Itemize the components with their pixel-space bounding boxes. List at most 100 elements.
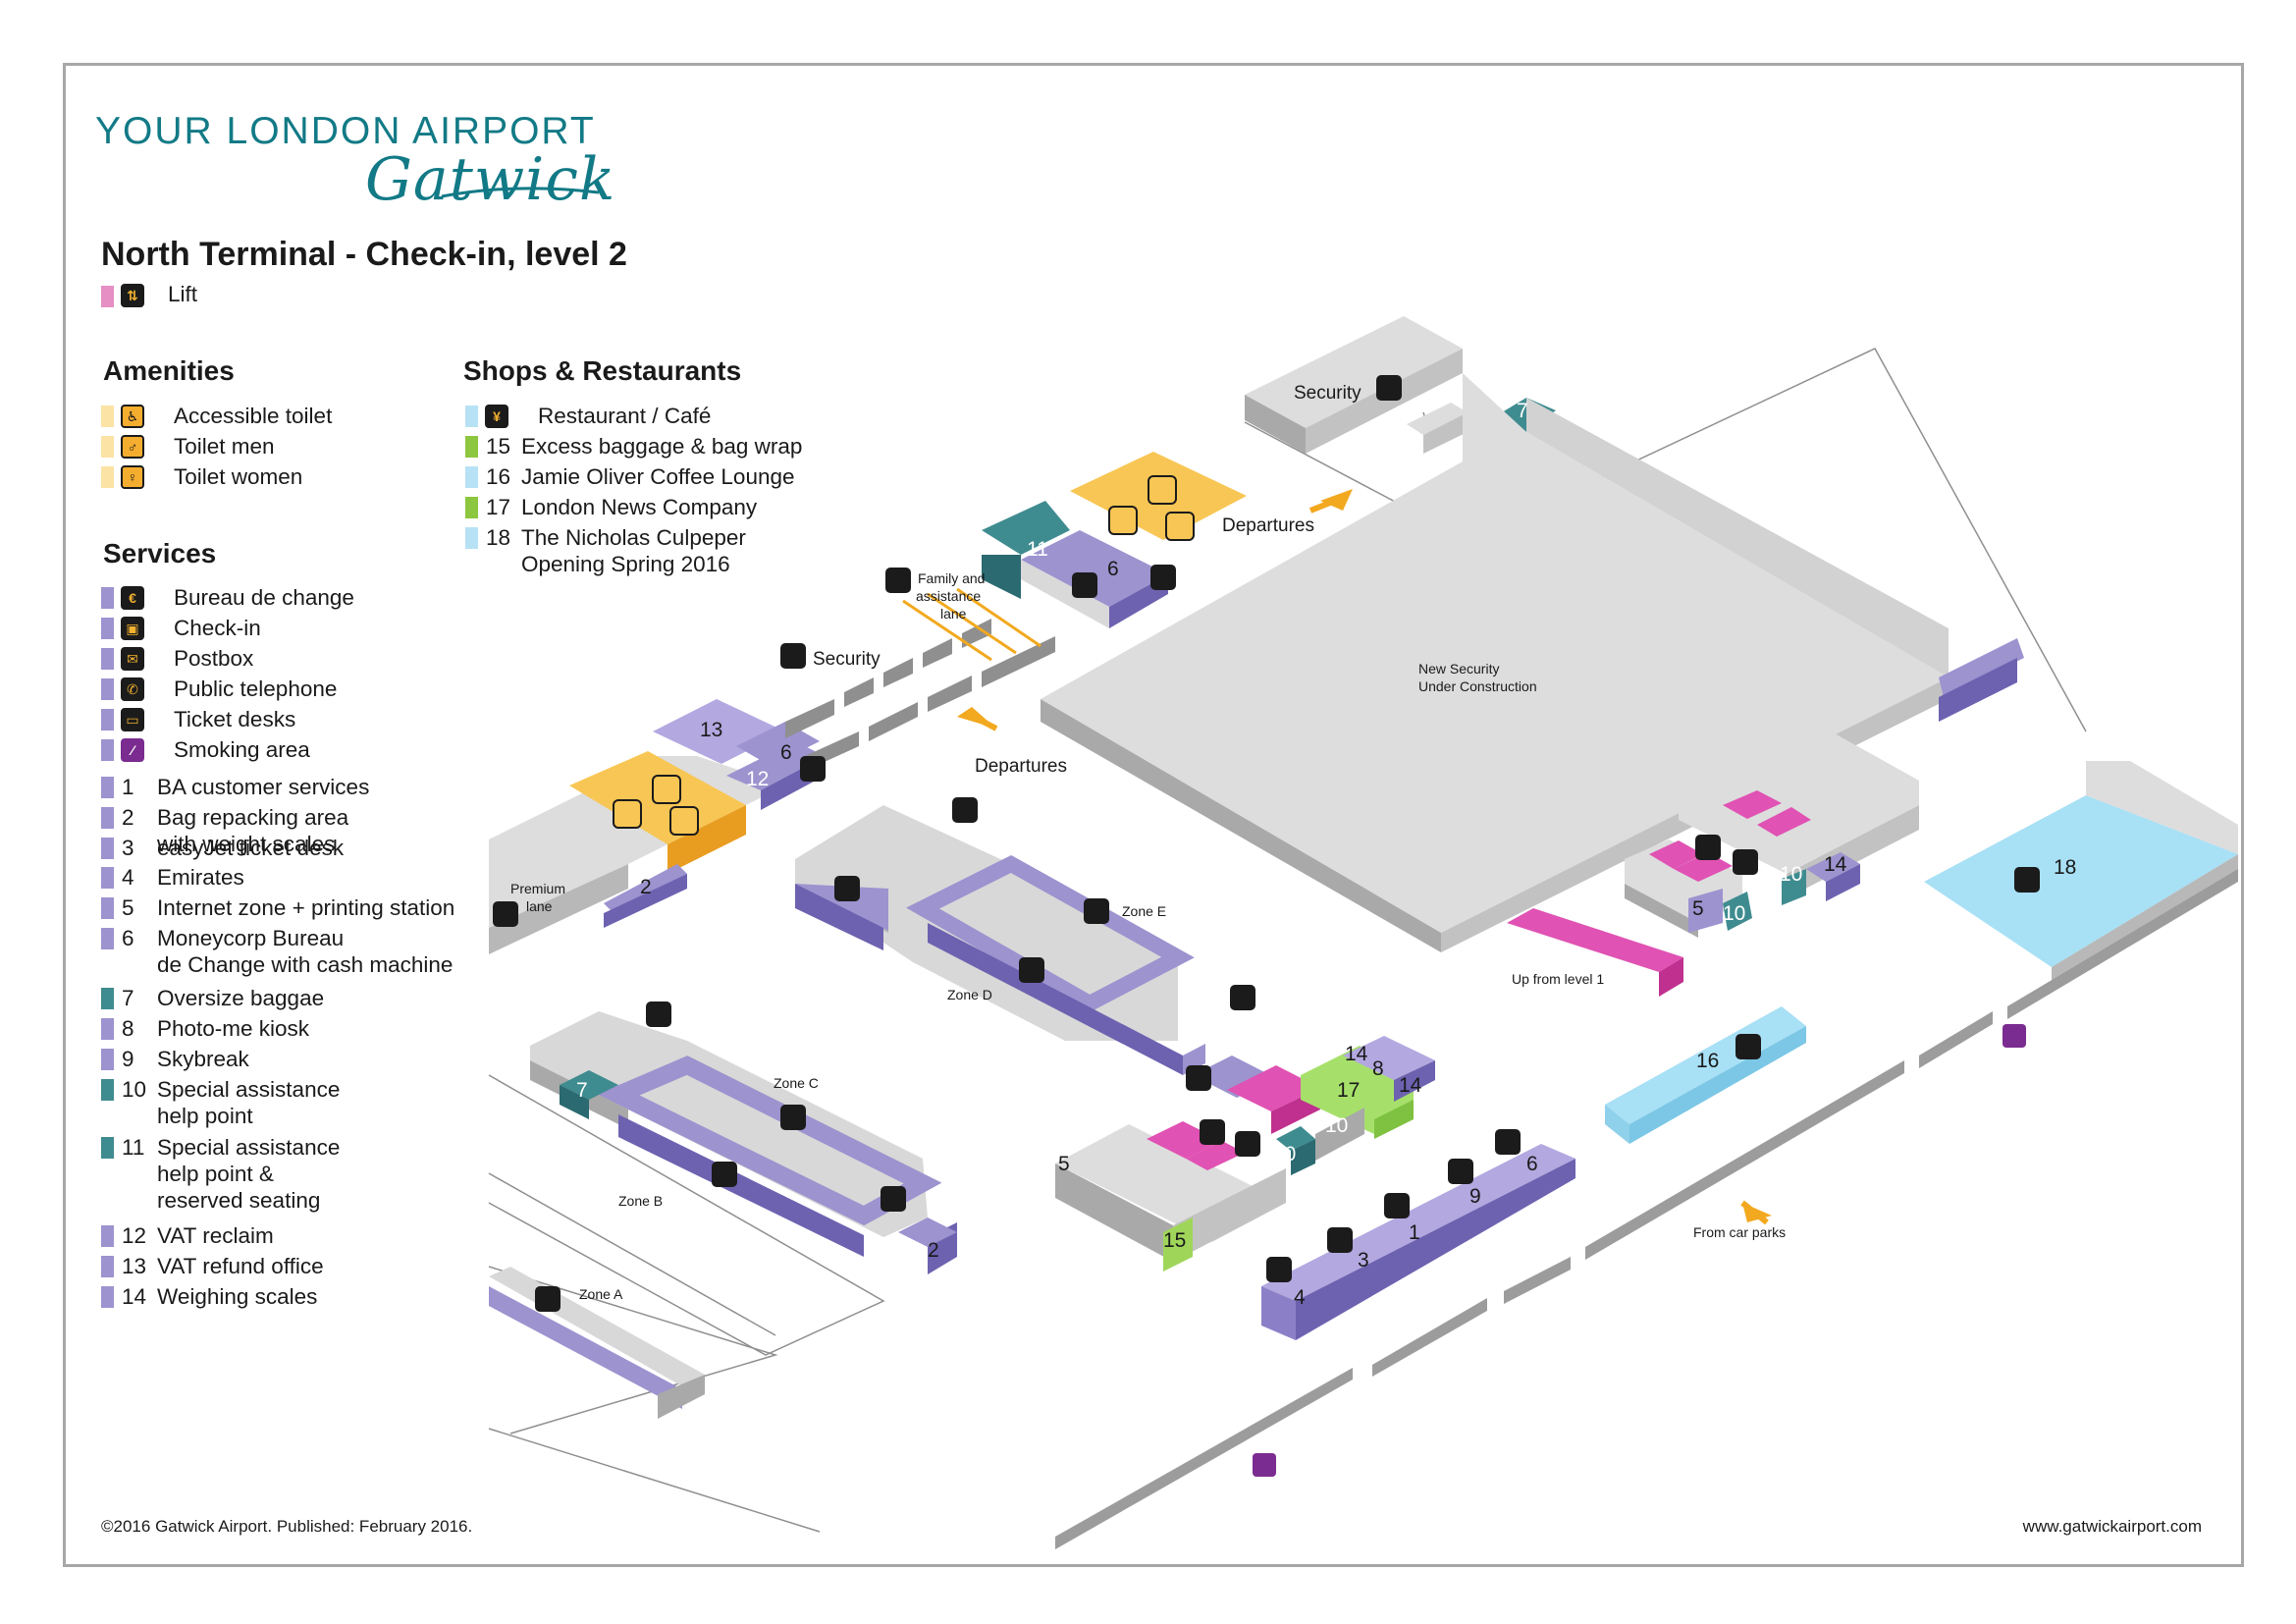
woman-icon: ♀ bbox=[121, 465, 144, 489]
security-top-label: Security bbox=[1294, 383, 1362, 404]
middle-building bbox=[1055, 1036, 1435, 1272]
map-number-14: 14 bbox=[1824, 853, 1847, 876]
legend-accessible-toilet: ♿ Accessible toilet bbox=[101, 403, 332, 429]
map-number-6: 6 bbox=[780, 741, 792, 764]
map-number-7: 7 bbox=[576, 1079, 588, 1102]
map-number-4: 4 bbox=[1294, 1286, 1306, 1309]
map-number-10: 10 bbox=[1723, 902, 1745, 925]
map-number-6: 6 bbox=[1107, 558, 1119, 580]
wheelchair-icon bbox=[669, 806, 699, 836]
legend-swatch bbox=[101, 1256, 114, 1277]
legend-number: 14 bbox=[122, 1284, 147, 1309]
legend-label: VAT refund office bbox=[157, 1254, 324, 1278]
map-number-18: 18 bbox=[2054, 856, 2076, 879]
map-number-10: 10 bbox=[1325, 1114, 1348, 1137]
legend-label: Emirates bbox=[157, 865, 244, 890]
map-number-9: 9 bbox=[1469, 1185, 1481, 1208]
man-icon bbox=[1108, 506, 1138, 535]
legend-number: 17 bbox=[486, 495, 511, 519]
lift-icon bbox=[1235, 1131, 1260, 1157]
check-in-icon bbox=[834, 876, 860, 901]
legend-lift: ⇅ Lift bbox=[101, 282, 197, 307]
check-in-icon bbox=[712, 1162, 737, 1187]
check-in-icon bbox=[1019, 957, 1044, 983]
zone-16 bbox=[1605, 1006, 1806, 1144]
legend-swatch bbox=[101, 807, 114, 829]
legend-label: Oversize baggae bbox=[157, 986, 325, 1010]
legend-swatch bbox=[465, 436, 478, 458]
legend-number: 12 bbox=[122, 1223, 147, 1248]
check-in-icon: ▣ bbox=[121, 617, 144, 640]
legend-toilet-men: ♂ Toilet men bbox=[101, 433, 275, 460]
legend-toilet-women: ♀ Toilet women bbox=[101, 463, 302, 490]
legend-number: 13 bbox=[122, 1254, 147, 1278]
map-icons bbox=[493, 375, 2040, 1477]
map-number-10: 10 bbox=[1780, 863, 1802, 886]
legend-postbox: ✉ Postbox bbox=[101, 645, 253, 672]
restaurant-icon bbox=[1735, 1034, 1761, 1059]
security-mid-icon bbox=[780, 643, 806, 669]
map-number-17: 17 bbox=[1337, 1079, 1360, 1102]
legend-swatch bbox=[101, 838, 114, 859]
shops-heading: Shops & Restaurants bbox=[463, 355, 742, 386]
legend-restaurant: ¥ Restaurant / Café bbox=[465, 403, 711, 429]
man-icon: ♂ bbox=[121, 435, 144, 459]
legend-swatch bbox=[101, 1079, 114, 1101]
legend-label: easyJet ticket desk bbox=[157, 836, 345, 860]
legend-number: 5 bbox=[122, 895, 134, 920]
zone-c-label: Zone C bbox=[774, 1075, 819, 1091]
from-car-parks-label: From car parks bbox=[1693, 1224, 1786, 1240]
legend-number: 16 bbox=[486, 464, 511, 489]
services-heading: Services bbox=[103, 538, 217, 568]
legend-swatch bbox=[101, 1225, 114, 1247]
map-number-2: 2 bbox=[928, 1239, 939, 1262]
legend-label: London News Company bbox=[521, 495, 758, 519]
zone-18 bbox=[1924, 761, 2238, 982]
wheelchair-icon bbox=[1165, 512, 1195, 541]
map-number-5: 5 bbox=[1058, 1153, 1070, 1175]
map-number-12: 12 bbox=[746, 768, 769, 790]
man-icon bbox=[613, 799, 642, 829]
lift-icon bbox=[1695, 835, 1721, 860]
legend-label: Skybreak bbox=[157, 1047, 249, 1071]
legend-label: Internet zone + printing station bbox=[157, 895, 455, 920]
lift-swatch bbox=[101, 285, 114, 307]
map-number-7: 7 bbox=[1517, 400, 1528, 422]
lower-left-block bbox=[489, 699, 825, 954]
security-lanes bbox=[785, 619, 1055, 771]
premium-lane-label-2: lane bbox=[526, 898, 553, 914]
legend-number: 9 bbox=[122, 1047, 134, 1071]
walkway-outlines bbox=[488, 348, 2087, 1533]
legend-number: 10 bbox=[122, 1077, 147, 1102]
check-in-icon bbox=[1084, 898, 1109, 924]
map-numbers: 1 2 2 3 4 5 5 6 6 6 7 7 8 9 10 10 10 10 … bbox=[576, 400, 2076, 1309]
brand-logo: Gatwick bbox=[365, 145, 616, 214]
map-number-14: 14 bbox=[1345, 1043, 1368, 1065]
lift-icon bbox=[1200, 1119, 1225, 1145]
legend-label: Excess baggage & bag wrap bbox=[521, 434, 803, 459]
legend-service-13: 13 VAT refund office bbox=[101, 1253, 324, 1279]
smoking-icon bbox=[1253, 1453, 1276, 1477]
premium-lane-icon bbox=[493, 901, 518, 927]
currency-exchange-icon bbox=[1072, 572, 1097, 598]
legend-public-telephone: ✆ Public telephone bbox=[101, 676, 337, 702]
legend-label: BA customer services bbox=[157, 775, 370, 799]
website-link[interactable]: www.gatwickairport.com bbox=[2022, 1517, 2202, 1536]
legend-swatch bbox=[101, 1137, 114, 1159]
legend-number: 8 bbox=[122, 1016, 134, 1041]
map-number-3: 3 bbox=[1358, 1249, 1369, 1272]
up-from-level1-ramp bbox=[1507, 908, 1683, 997]
family-lane-lines bbox=[902, 587, 1041, 662]
up-from-level1-label: Up from level 1 bbox=[1512, 971, 1604, 987]
zone-b-c-island bbox=[530, 1011, 957, 1274]
